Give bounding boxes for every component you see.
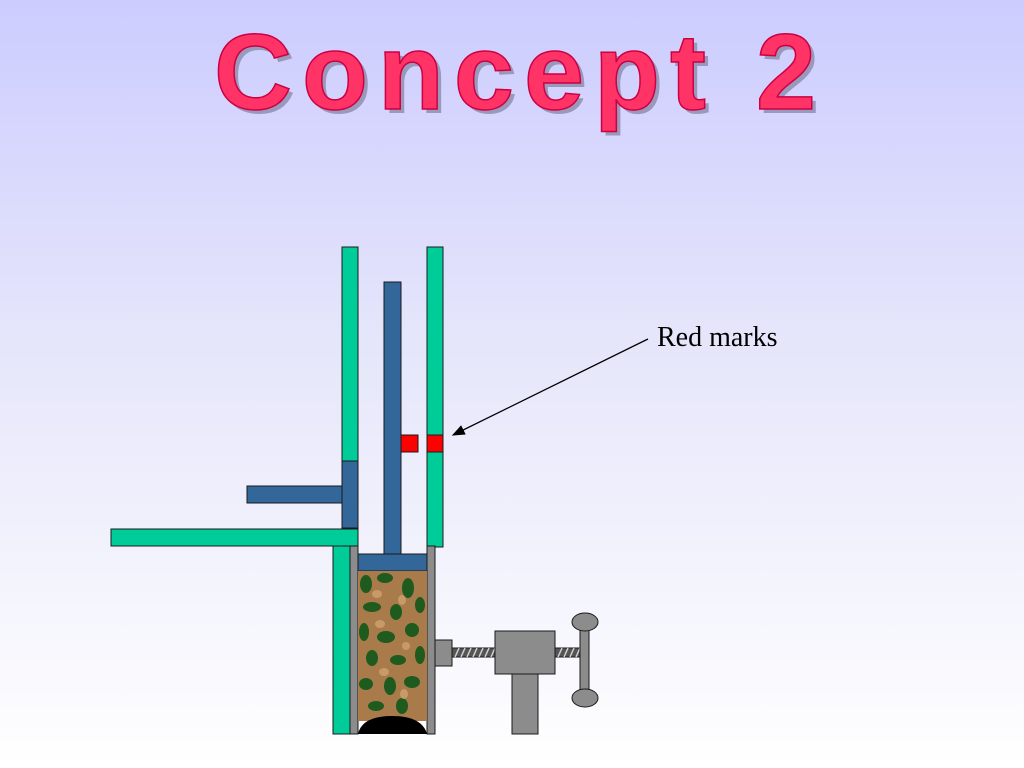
clamp-handle-knob-top bbox=[571, 612, 599, 632]
clamp-body bbox=[494, 630, 556, 675]
clamp-handle-bar bbox=[579, 621, 590, 700]
title-shadow: Concept 2 bbox=[218, 15, 830, 136]
blue-block-left bbox=[341, 460, 359, 529]
red-mark-left bbox=[400, 434, 419, 453]
compressed-material bbox=[358, 571, 427, 721]
chamber-wall-right bbox=[426, 545, 436, 735]
title-text: Concept 2 bbox=[214, 11, 826, 132]
red-mark-right bbox=[426, 434, 444, 453]
clamp-handle-knob-bottom bbox=[571, 688, 599, 708]
annotation-arrow bbox=[451, 338, 649, 436]
annotation-label: Red marks bbox=[657, 322, 778, 353]
slide-title: Concept 2 Concept 2 bbox=[213, 10, 830, 136]
lower-green-wall bbox=[332, 545, 351, 735]
green-horizontal-arm bbox=[110, 528, 359, 547]
right-green-rail bbox=[426, 246, 444, 548]
chamber-base bbox=[358, 716, 427, 734]
clamp-pad bbox=[434, 639, 453, 667]
chamber-wall-left bbox=[349, 545, 359, 735]
blue-side-arm bbox=[246, 485, 343, 504]
clamp-stand bbox=[511, 673, 539, 735]
blue-plunger-rod bbox=[383, 281, 402, 556]
blue-press-plate bbox=[357, 553, 428, 572]
